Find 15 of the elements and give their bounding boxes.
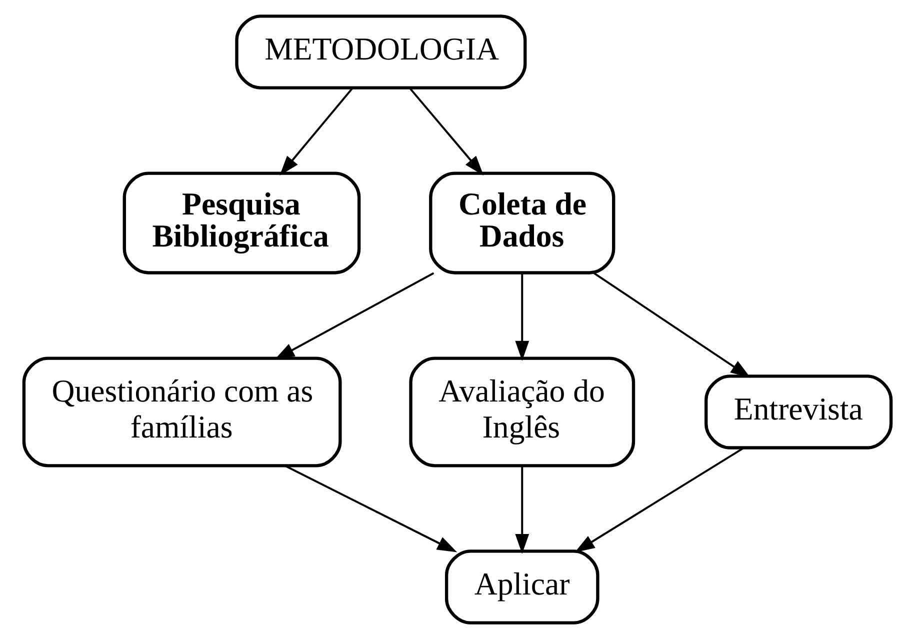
arrow <box>514 274 529 361</box>
node-box: Questionário com as famílias <box>22 356 342 468</box>
arrow <box>274 272 434 360</box>
arrow <box>284 464 457 552</box>
node-box: METODOLOGIA <box>234 14 526 90</box>
node-box: Pesquisa Bibliográfica <box>122 172 360 274</box>
arrow <box>514 466 529 554</box>
node-box: Aplicar <box>444 550 599 624</box>
arrow <box>279 88 352 176</box>
arrow <box>593 272 750 378</box>
node-box: Avaliação do Inglês <box>408 356 635 468</box>
node-box: Entrevista <box>704 374 892 450</box>
arrow <box>408 88 484 176</box>
node-box: Coleta de Dados <box>428 172 615 274</box>
arrow <box>574 447 744 552</box>
